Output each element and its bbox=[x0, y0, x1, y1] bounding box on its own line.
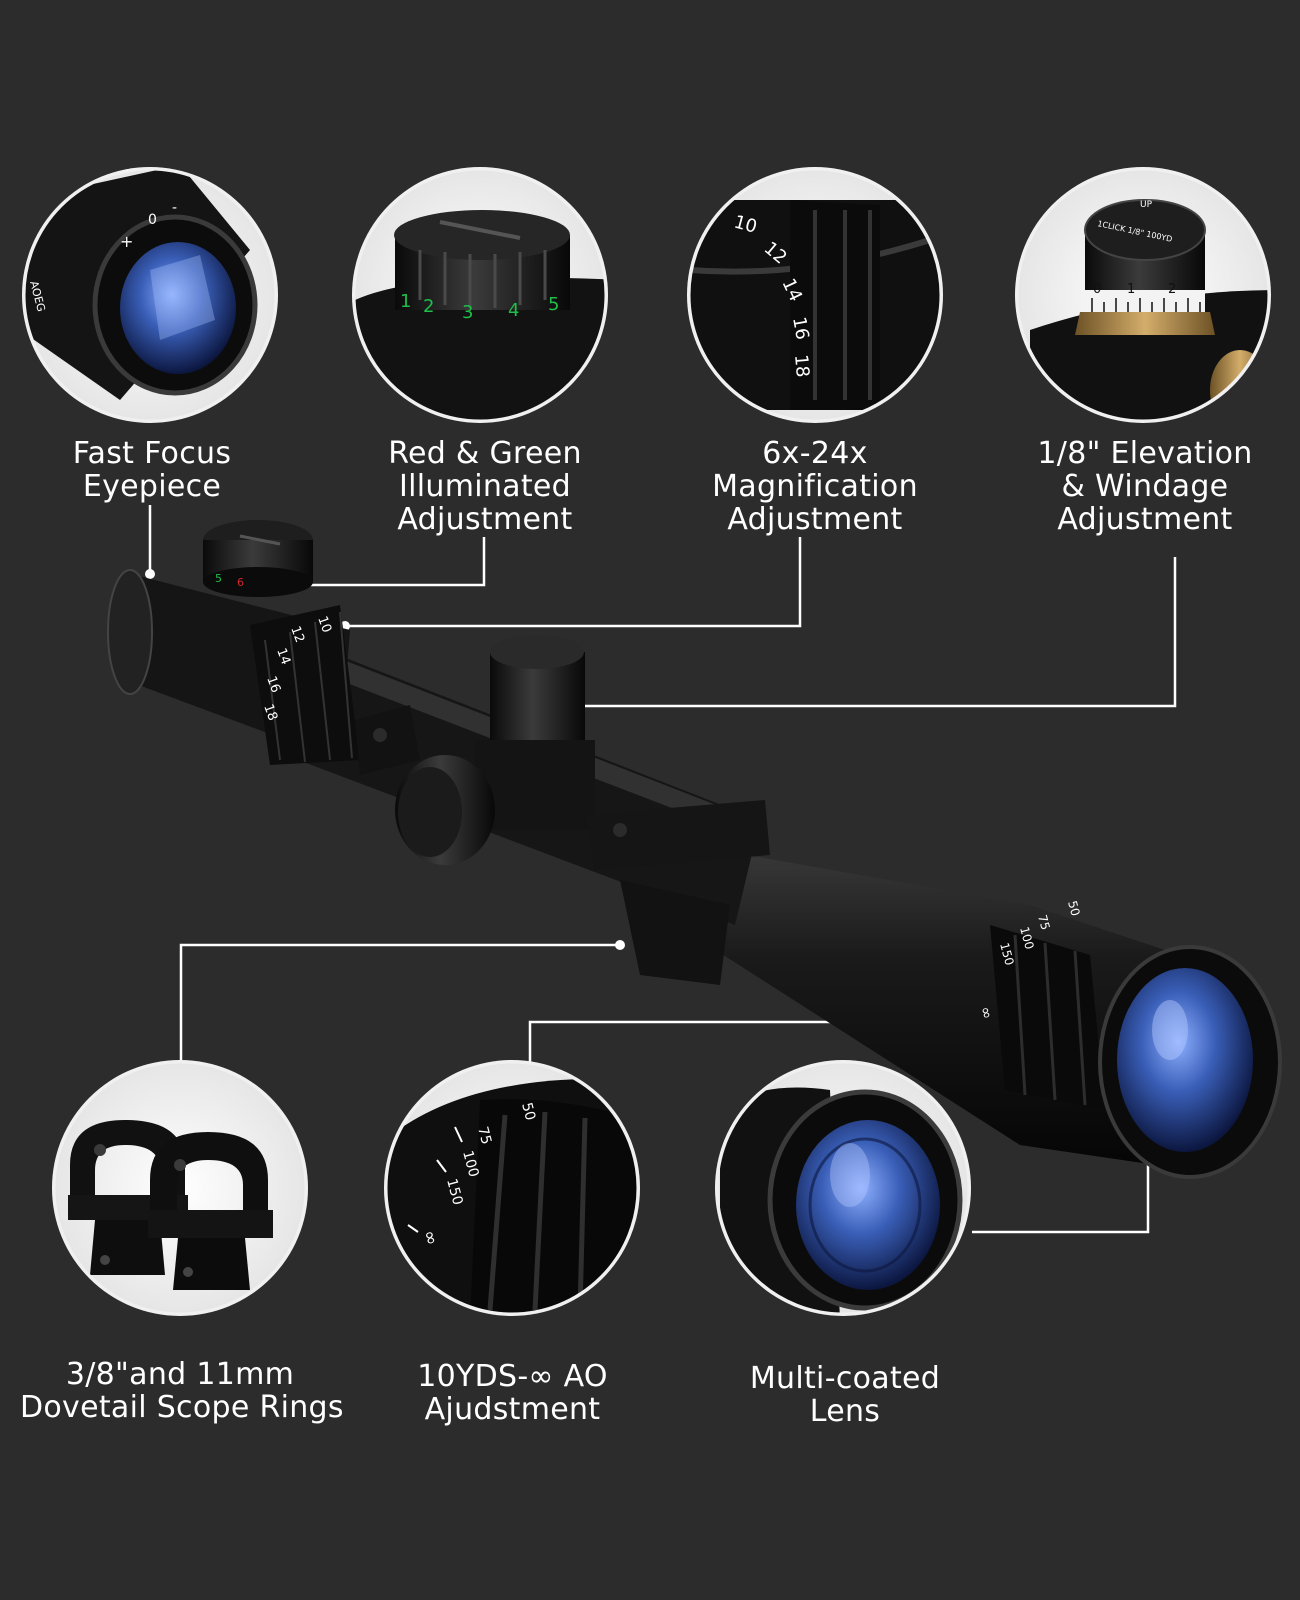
magnification-label-line-1: 6x-24x bbox=[762, 436, 868, 471]
illum-marking-3: 3 bbox=[462, 302, 473, 323]
magnification-ring-closeup-icon: 10 12 14 16 18 bbox=[687, 167, 943, 423]
ao-marking-150: 150 bbox=[443, 1177, 465, 1207]
elevation-windage-label-line-3: Adjustment bbox=[1057, 502, 1233, 537]
magnification-label: 6x-24x Magnification Adjustment bbox=[695, 437, 935, 536]
turret-closeup-icon: UP 1CLICK 1/8" 100YD 0 1 2 bbox=[1015, 167, 1271, 423]
illum-marking-2: 2 bbox=[423, 296, 434, 317]
ao-marking-50: 50 bbox=[518, 1101, 538, 1122]
turret-marking-up: UP bbox=[1140, 200, 1153, 210]
scope-mag-10: 10 bbox=[314, 614, 334, 635]
illumination-knob-closeup-icon: 1 2 3 4 5 bbox=[352, 167, 608, 423]
scope-ao-100: 100 bbox=[1017, 925, 1036, 951]
mag-marking-18: 18 bbox=[790, 354, 813, 379]
objective-lens-closeup-icon bbox=[715, 1060, 971, 1316]
illumination-label: Red & Green Illuminated Adjustment bbox=[370, 437, 600, 536]
magnification-label-line-3: Adjustment bbox=[727, 502, 903, 537]
illumination-label-line-2: Illuminated bbox=[398, 469, 572, 504]
turret-marking-2: 2 bbox=[1168, 282, 1176, 297]
eyepiece-label: Fast Focus Eyepiece bbox=[52, 437, 252, 503]
scope-mag-14: 14 bbox=[273, 646, 293, 667]
multi-coated-lens-label-line-2: Lens bbox=[809, 1394, 881, 1429]
turret-marking-1: 1 bbox=[1127, 282, 1135, 297]
eyepiece-marking-plus: + bbox=[120, 232, 133, 251]
scope-ao-75: 75 bbox=[1035, 913, 1052, 931]
illum-marking-4: 4 bbox=[508, 300, 519, 321]
magnification-label-line-2: Magnification bbox=[712, 469, 918, 504]
ao-adjustment-label-line-1: 10YDS-∞ AO bbox=[417, 1359, 608, 1394]
ao-adjustment-label: 10YDS-∞ AO Ajudstment bbox=[400, 1360, 625, 1426]
scope-ao-inf: ∞ bbox=[976, 1004, 997, 1021]
scope-markings: 10 12 14 16 18 5 6 50 75 100 150 ∞ bbox=[215, 572, 1083, 1021]
multi-coated-lens-label: Multi-coated Lens bbox=[735, 1362, 955, 1428]
elevation-windage-label-line-2: & Windage bbox=[1061, 469, 1229, 504]
turret-marking-0: 0 bbox=[1093, 282, 1101, 297]
scope-rings-label-line-2: Dovetail Scope Rings bbox=[20, 1390, 344, 1425]
rifle-scope-icon bbox=[107, 520, 1282, 1179]
scope-ao-50: 50 bbox=[1065, 899, 1082, 917]
scope-mag-16: 16 bbox=[263, 674, 283, 695]
eyepiece-label-line-2: Eyepiece bbox=[82, 469, 222, 504]
illum-marking-1: 1 bbox=[400, 291, 411, 312]
mag-marking-16: 16 bbox=[788, 315, 813, 341]
ao-marking-100: 100 bbox=[459, 1149, 481, 1179]
eyepiece-closeup-icon: AOEG + 0 - bbox=[22, 167, 278, 423]
scope-rings-label: 3/8"and 11mm Dovetail Scope Rings bbox=[20, 1357, 344, 1425]
ao-marking-75: 75 bbox=[474, 1125, 494, 1146]
eyepiece-marking-zero: 0 bbox=[148, 212, 157, 228]
scope-ao-150: 150 bbox=[997, 941, 1016, 967]
eyepiece-label-line-1: Fast Focus bbox=[72, 436, 232, 471]
scope-ill-5: 5 bbox=[215, 572, 222, 585]
illumination-label-line-3: Adjustment bbox=[397, 502, 573, 537]
ao-ring-closeup-icon: 50 75 100 150 ∞ bbox=[384, 1060, 640, 1316]
scope-ill-6: 6 bbox=[237, 576, 244, 589]
multi-coated-lens-label-line-1: Multi-coated bbox=[749, 1361, 941, 1396]
ao-adjustment-label-line-2: Ajudstment bbox=[424, 1392, 601, 1427]
elevation-windage-label-line-1: 1/8" Elevation bbox=[1037, 436, 1253, 471]
eyepiece-marking-minus: - bbox=[172, 200, 177, 216]
scope-mag-12: 12 bbox=[287, 624, 307, 645]
illum-marking-5: 5 bbox=[548, 294, 559, 315]
scope-rings-closeup-icon bbox=[52, 1060, 308, 1316]
illumination-label-line-1: Red & Green bbox=[388, 436, 582, 471]
ao-marking-inf: ∞ bbox=[418, 1228, 442, 1248]
scope-mag-18: 18 bbox=[260, 702, 280, 723]
elevation-windage-label: 1/8" Elevation & Windage Adjustment bbox=[1030, 437, 1260, 536]
scope-rings-label-line-1: 3/8"and 11mm bbox=[65, 1357, 295, 1392]
